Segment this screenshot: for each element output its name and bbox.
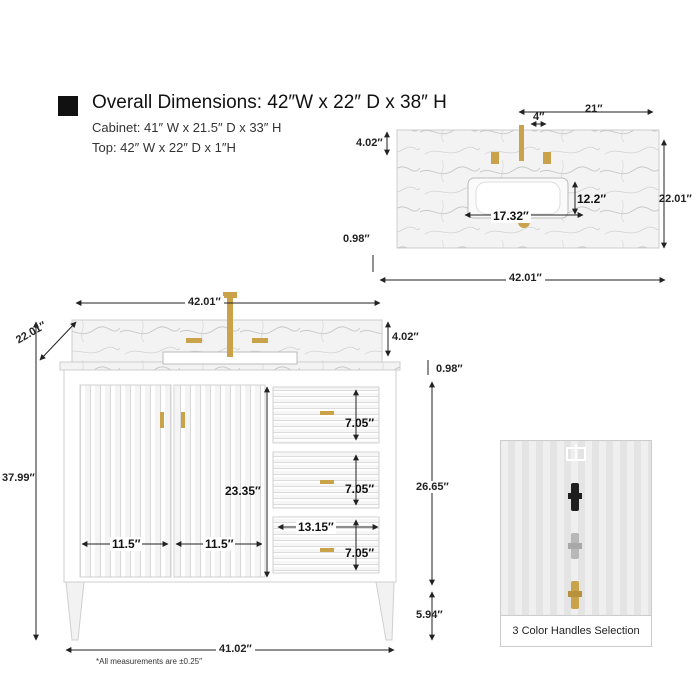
leg-right xyxy=(375,581,395,641)
door-left-width-label: 11.5″ xyxy=(110,537,143,551)
drawer-2-height-label: 7.05″ xyxy=(345,482,375,496)
top-width-right-label: 21″ xyxy=(585,103,603,115)
faucet-spread-label: 4″ xyxy=(533,111,545,123)
front-top-width-label: 42.01″ xyxy=(185,296,224,308)
door-right-width-label: 11.5″ xyxy=(203,537,236,551)
door-left-knob-icon xyxy=(160,412,164,428)
cabinet-icon xyxy=(566,444,586,461)
vanity-front-view xyxy=(33,292,435,653)
faucet-icon xyxy=(227,295,233,357)
front-top-thickness-label: 0.98″ xyxy=(436,363,463,375)
sink-width-label: 17.32″ xyxy=(491,209,531,223)
handle-left-icon xyxy=(491,152,499,164)
front-backsplash-label: 4.02″ xyxy=(392,331,419,343)
leg-height-label: 5.94″ xyxy=(416,609,443,621)
handles-selection-panel: 3 Color Handles Selection xyxy=(500,440,652,647)
drawer-3-height-label: 7.05″ xyxy=(345,546,375,560)
drawer-pull-icon xyxy=(320,548,334,552)
overall-height-label: 37.99″ xyxy=(2,472,35,484)
cabinet-height-label: 26.65″ xyxy=(414,481,451,493)
cabinet-dimensions: Cabinet: 41″ W x 21.5″ D x 33″ H xyxy=(92,120,282,135)
handle-right-icon xyxy=(252,338,268,343)
leg-left xyxy=(65,581,85,641)
top-thickness-label: 0.98″ xyxy=(343,233,370,245)
drawer-1-height-label: 7.05″ xyxy=(345,416,375,430)
measurement-note: *All measurements are ±0.25″ xyxy=(96,657,202,666)
top-total-width-label: 42.01″ xyxy=(506,272,545,284)
countertop-top-view xyxy=(372,109,667,283)
handles-selection-label: 3 Color Handles Selection xyxy=(501,615,651,646)
handle-right-icon xyxy=(543,152,551,164)
drawer-width-label: 13.15″ xyxy=(296,520,336,534)
drawer-pull-icon xyxy=(320,480,334,484)
handles-illustration xyxy=(501,441,651,616)
faucet-icon xyxy=(519,125,524,161)
overall-dimensions-title: Overall Dimensions: 42″W x 22″ D x 38″ H xyxy=(92,92,447,113)
top-depth-label: 22.01″ xyxy=(659,193,692,205)
handle-left-icon xyxy=(186,338,202,343)
door-height-label: 23.35″ xyxy=(225,484,261,498)
base-width-label: 41.02″ xyxy=(216,643,255,655)
top-backsplash-label: 4.02″ xyxy=(356,137,383,149)
sink-depth-label: 12.2″ xyxy=(577,192,607,206)
top-dimensions: Top: 42″ W x 22″ D x 1″H xyxy=(92,140,236,155)
title-marker xyxy=(58,96,78,116)
door-right-knob-icon xyxy=(181,412,185,428)
drawer-pull-icon xyxy=(320,411,334,415)
